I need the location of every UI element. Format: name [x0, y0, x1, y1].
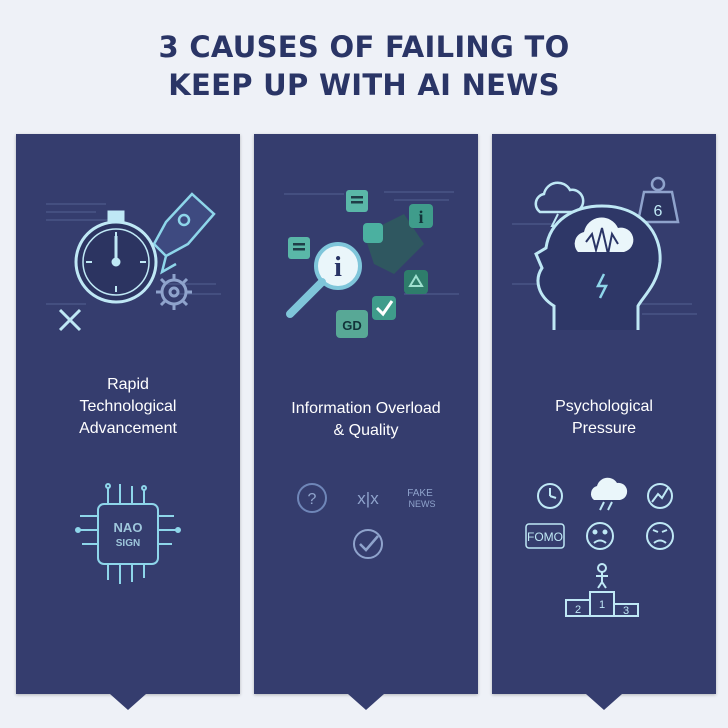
- info-icon: i: [363, 204, 433, 243]
- cause-label: Rapid Technological Advancement: [79, 376, 177, 437]
- pressure-icons: FOMO 2 1 3: [525, 477, 674, 617]
- svg-text:2: 2: [575, 604, 581, 616]
- check-icon: [372, 296, 396, 320]
- fomo-icon: FOMO: [525, 523, 565, 549]
- document-icon: [288, 190, 368, 259]
- quality-icons: ? x|x FAKE NEWS: [297, 483, 436, 559]
- cause-card-rapid-advancement: Rapid Technological Advancement NAO SIGN: [16, 134, 240, 710]
- svg-text:x|x: x|x: [357, 489, 379, 508]
- head-illustration: 6: [512, 176, 697, 330]
- svg-text:i: i: [418, 207, 423, 227]
- svg-text:FOMO: FOMO: [527, 530, 563, 544]
- svg-text:6: 6: [654, 203, 663, 220]
- gear-icon: [156, 274, 192, 310]
- weight-icon: 6: [636, 176, 680, 224]
- svg-text:3: 3: [623, 605, 629, 617]
- clock-icon: [537, 483, 563, 509]
- cause-label: Information Overload & Quality: [291, 400, 441, 439]
- svg-text:1: 1: [599, 599, 605, 611]
- cloud-icon: [590, 477, 628, 511]
- title-line-2: KEEP UP WITH AI NEWS: [168, 68, 560, 102]
- fake-news-icon: FAKE NEWS: [407, 488, 435, 509]
- svg-text:i: i: [334, 252, 342, 283]
- cause-card-information-overload: i i GD Information Overload & Quality ?: [254, 134, 478, 710]
- cross-icon: [58, 308, 82, 332]
- stopwatch-rocket-illustration: [46, 192, 221, 332]
- svg-text:NEWS: NEWS: [409, 499, 436, 509]
- stopwatch-icon: [74, 210, 158, 304]
- sad-face-icon: [586, 522, 614, 550]
- podium-icon: 2 1 3: [565, 563, 639, 617]
- information-illustration: i i GD: [284, 190, 459, 338]
- conflict-icon: x|x: [357, 489, 379, 508]
- svg-text:GD: GD: [342, 318, 362, 333]
- chip-text-2: SIGN: [116, 538, 140, 549]
- chip-text-1: NAO: [114, 520, 143, 535]
- head-brainwave-icon: [534, 204, 662, 330]
- gd-badge: GD: [336, 310, 368, 338]
- ai-chip-icon: NAO SIGN: [75, 483, 181, 584]
- chart-icon: [647, 483, 673, 509]
- title-line-1: 3 CAUSES OF FAILING TO: [158, 30, 570, 64]
- cause-card-psychological-pressure: 6 Psychological Pressure FOMO: [492, 134, 716, 710]
- checkmark-circle-icon: [353, 529, 383, 559]
- recycle-icon: [404, 270, 428, 294]
- angry-face-icon: [646, 522, 674, 550]
- question-icon: ?: [297, 483, 327, 513]
- svg-text:?: ?: [308, 491, 317, 508]
- magnifier-info-icon: i: [286, 242, 362, 318]
- page-title: 3 CAUSES OF FAILING TO KEEP UP WITH AI N…: [0, 28, 728, 104]
- svg-text:FAKE: FAKE: [407, 488, 433, 499]
- cause-label: Psychological Pressure: [555, 398, 653, 437]
